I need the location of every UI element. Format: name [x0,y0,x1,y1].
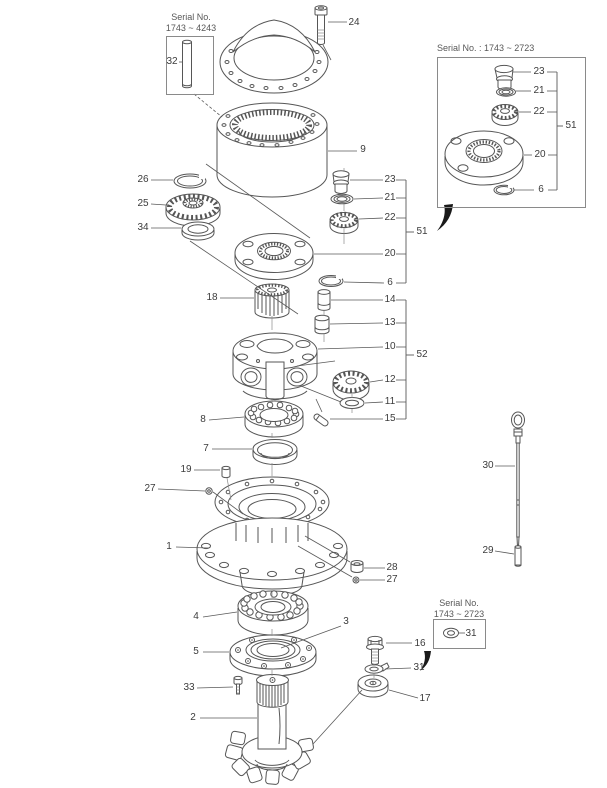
part-34-washer-drawing [181,221,215,241]
part-29-tube-drawing [514,545,522,567]
part-label-17: 17 [419,693,431,704]
inset-part-22-gear-drawing [491,104,519,126]
part-6-snap-ring-drawing [318,275,344,287]
part-30-dipstick-drawing [511,411,525,546]
part-label-15: 15 [384,413,396,424]
serial-note-top-right: Serial No. : 1743 ~ 2723 [437,43,535,53]
part-2-shaft-drawing [224,674,314,785]
part-23-plug-drawing [332,170,350,194]
inset-part-23-plug-drawing [494,64,514,91]
part-13-pin-drawing [314,314,330,335]
part-16-bolt-drawing [366,635,384,665]
part-17-washer-plate-drawing [357,674,389,698]
part-label-7: 7 [203,443,209,454]
serial-note-top-left: Serial No. 1743 ~ 4243 [160,12,222,35]
motor-mount-cover-drawing [219,19,329,94]
part-label-13: 13 [384,317,396,328]
part-label-21b: 21 [533,85,545,96]
serial-range: 1743 ~ 2723 [433,609,485,620]
part-label-9: 9 [360,144,366,155]
part-label-14: 14 [384,294,396,305]
serial-range: 1743 ~ 4243 [165,23,217,34]
part-label-3: 3 [343,616,349,627]
part-label-27b: 27 [386,574,398,585]
part-1-housing-drawing [196,476,348,597]
inset-part-20-flange-drawing [444,130,524,186]
part-label-20: 20 [384,248,396,259]
part-label-6: 6 [387,277,393,288]
part-14-pin-drawing [317,289,331,311]
part-33-bolt-drawing [233,675,243,695]
part-11-washer-drawing [339,397,365,409]
part-label-11: 11 [384,396,396,407]
inset-pointer-bottom-icon [420,651,431,671]
part-27-plug-upper-drawing [205,487,213,495]
part-label-21: 21 [384,192,396,203]
part-label-51b: 51 [565,120,577,131]
part-label-28: 28 [386,562,398,573]
leader-lines [150,21,563,745]
part-20-coupling-flange-drawing [234,233,314,280]
serial-title: Serial No. [171,12,211,22]
part-18-sun-gear-drawing [254,283,290,319]
part-32-pin-drawing [182,39,192,89]
part-10-planet-carrier-drawing [232,332,318,401]
part-label-27a: 27 [144,483,156,494]
part-label-19: 19 [180,464,192,475]
part-28-plug-drawing [350,560,364,573]
part-21-washer-drawing [330,193,354,205]
part-4-bearing-drawing [237,590,309,636]
part-label-25: 25 [137,198,149,209]
part-label-32: 32 [166,56,178,67]
part-label-12: 12 [384,374,396,385]
serial-box-top-left [166,36,214,95]
part-25-gear-drawing [165,193,221,227]
part-label-51: 51 [416,226,428,237]
part-label-33: 33 [183,682,195,693]
part-label-31b: 31 [465,628,477,639]
part-label-22b: 22 [533,106,545,117]
part-label-26: 26 [137,174,149,185]
part-label-31a: 31 [413,662,425,673]
part-label-5: 5 [193,646,199,657]
part-label-23b: 23 [533,66,545,77]
part-label-6b: 6 [538,184,544,195]
part-24-bolt-drawing [314,5,328,45]
part-22-gear-drawing [329,211,359,234]
part-26-snap-ring-drawing [173,173,207,189]
part-5-cover-drawing [229,634,317,677]
part-label-2: 2 [190,712,196,723]
part-label-1: 1 [166,541,172,552]
part-27-plug-lower-drawing [352,576,360,584]
part-label-16: 16 [414,638,426,649]
part-label-22: 22 [384,212,396,223]
inset-pointer-top-icon [437,204,453,231]
part-15-pin-drawing [313,413,329,427]
part-8-bearing-drawing [244,400,304,438]
serial-box-bottom-right [433,619,486,649]
part-label-52: 52 [416,349,428,360]
part-19-plug-drawing [221,465,231,479]
part-label-18: 18 [206,292,218,303]
part-3-seal-drawing [245,638,301,662]
part-label-10: 10 [384,341,396,352]
serial-title: Serial No. [439,598,479,608]
part-9-ring-gear-drawing [216,102,328,198]
part-label-8: 8 [200,414,206,425]
part-31-lock-washer-drawing [364,662,390,674]
serial-note-bottom-right: Serial No. 1743 ~ 2723 [428,598,490,621]
part-label-23: 23 [384,174,396,185]
inset-part-21-washer-drawing [496,87,516,97]
part-12-planet-gear-drawing [332,370,370,401]
inset-part-31-oring-drawing [443,627,459,639]
part-label-20b: 20 [534,149,546,160]
part-label-34: 34 [137,222,149,233]
part-label-30: 30 [482,460,494,471]
part-label-29: 29 [482,545,494,556]
part-label-24: 24 [348,17,360,28]
serial-box-top-right [437,57,586,208]
part-7-race-drawing [252,439,298,465]
part-label-4: 4 [193,611,199,622]
